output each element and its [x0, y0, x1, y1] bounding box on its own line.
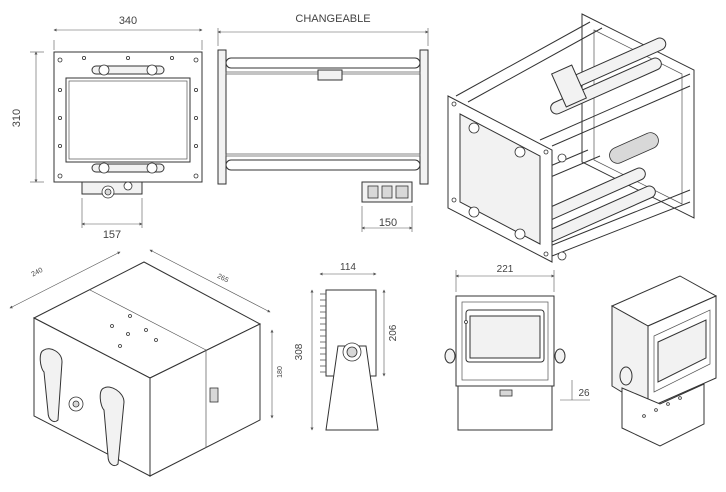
- dim-label-265: 265: [216, 273, 230, 285]
- unit-front-dimensions: [455, 270, 590, 401]
- dim-label-340: 340: [119, 15, 137, 27]
- dim-label-changeable: CHANGEABLE: [295, 13, 370, 25]
- dim-label-26: 26: [578, 388, 590, 399]
- dim-label-157: 157: [103, 229, 121, 241]
- dim-label-150: 150: [379, 217, 397, 229]
- dim-label-180: 180: [277, 366, 284, 378]
- dim-label-206: 206: [388, 324, 399, 341]
- dim-label-310: 310: [11, 109, 23, 127]
- frame-isometric-view: [447, 13, 695, 263]
- frame-side-dimensions: [217, 28, 429, 232]
- frame-side-view: [217, 49, 429, 203]
- unit-side-view: [320, 289, 379, 431]
- unit-isometric-view: [610, 275, 718, 447]
- dim-label-240: 240: [31, 267, 45, 279]
- dim-label-308: 308: [294, 343, 305, 360]
- dim-label-221: 221: [497, 264, 514, 275]
- unit-side-dimensions: [310, 272, 386, 431]
- dim-label-114: 114: [340, 262, 356, 273]
- unit-front-view: [444, 295, 566, 431]
- box-isometric-dimensions: [9, 249, 274, 419]
- frame-front-dimensions: [30, 28, 203, 228]
- box-isometric-view: [32, 261, 262, 477]
- frame-front-view: [53, 51, 203, 199]
